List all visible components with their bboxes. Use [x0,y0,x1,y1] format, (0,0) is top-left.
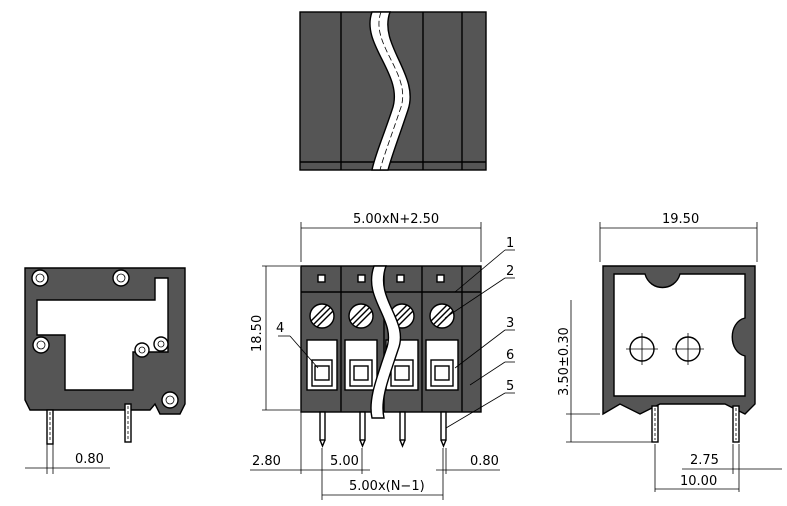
front-pin-4 [440,411,447,441]
front-pitch-n-label: 5.00x(N−1) [349,479,425,494]
front-marker-2 [357,274,366,283]
left-view-hole-2-inner [116,273,126,283]
front-view-break [370,265,402,419]
front-left-offset-label: 2.80 [252,454,281,469]
callout-1-leader [454,249,506,293]
front-marker-1 [317,274,326,283]
left-view-hole-3 [32,336,50,354]
callout-1: 1 [506,236,514,251]
left-view-pin-width-label: 0.80 [75,452,104,467]
top-view-break [369,11,411,171]
left-view-hole-5-inner [157,340,165,348]
right-offset-label: 2.75 [690,453,719,468]
front-pin-1-tip [319,439,326,448]
left-view-hole-6 [161,391,179,409]
left-view-hole-4-inner [138,346,146,354]
left-view-hole-6-inner [165,395,175,405]
callout-3: 3 [506,316,514,331]
left-side-view: 0.80 [24,267,186,474]
front-pin-3 [399,411,406,441]
callout-6-leader [469,361,506,386]
callout-4: 4 [276,321,284,336]
front-view: 5.00xN+2.50 18.50 [250,212,515,500]
top-view [299,11,487,171]
front-wire-entry-2 [344,339,378,391]
right-view-cavity [613,273,746,397]
callout-2: 2 [506,264,514,279]
front-wire-entry-4 [425,339,459,391]
callout-3-leader [454,329,506,369]
callout-5: 5 [506,379,514,394]
top-view-break-centerline [378,11,404,171]
right-spacing-label: 10.00 [680,474,717,489]
front-marker-4 [436,274,445,283]
callout-4-leader [289,335,319,369]
front-pin-2-tip [359,439,366,448]
right-side-view: 19.50 3.50±0.30 2.75 10.00 [557,212,782,492]
callout-2-leader [444,277,506,319]
left-view-hole-1 [31,269,49,287]
callout-5-leader [445,392,506,429]
left-view-cavity [36,277,169,391]
left-view-hole-4 [134,342,150,358]
front-screw-1 [309,303,335,329]
front-wire-entry-1 [306,339,338,391]
front-pin-width-label: 0.80 [470,454,499,469]
front-height-label: 18.50 [250,315,265,352]
front-screw-2 [348,303,374,329]
left-view-hole-1-inner [35,273,45,283]
left-view-hole-2 [112,269,130,287]
front-pin-4-tip [440,439,447,448]
front-pin-2 [359,411,366,441]
front-marker-3 [396,274,405,283]
right-width-label: 19.50 [662,212,699,227]
front-screw-4 [429,303,455,329]
front-pin-1 [319,411,326,441]
right-pin-height-label: 3.50±0.30 [557,327,572,396]
left-view-hole-5 [153,336,169,352]
front-pitch-label: 5.00 [330,454,359,469]
front-pin-3-tip [399,439,406,448]
left-view-hole-3-inner [36,340,46,350]
front-width-label: 5.00xN+2.50 [353,212,439,227]
callout-6: 6 [506,348,514,363]
